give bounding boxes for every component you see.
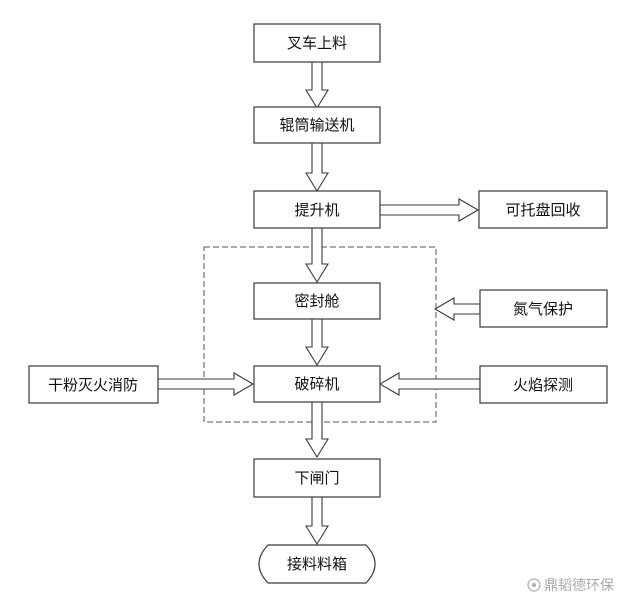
node-forklift: 叉车上料 — [253, 23, 381, 63]
watermark-logo-icon — [527, 578, 541, 592]
node-roller-conveyor-label: 辊筒输送机 — [279, 116, 354, 134]
watermark-text: 鼎韬德环保 — [544, 578, 614, 594]
node-lower-gate: 下闸门 — [253, 458, 381, 498]
arrow-flame-to-crusher — [378, 372, 481, 396]
watermark-logo-dot — [532, 583, 536, 587]
arrow-sealed-to-crusher — [305, 318, 329, 367]
node-roller-conveyor: 辊筒输送机 — [253, 106, 381, 144]
watermark: 鼎韬德环保 — [527, 578, 614, 594]
node-dry-powder-fire-suppression: 干粉灭火消防 — [28, 365, 159, 404]
arrow-forklift-to-roller — [305, 61, 329, 110]
node-sealed-chamber: 密封舱 — [253, 282, 381, 320]
node-pallet-recovery: 可托盘回收 — [478, 190, 608, 229]
node-dry-powder-fire-suppression-label: 干粉灭火消防 — [48, 376, 138, 394]
node-pallet-recovery-label: 可托盘回收 — [505, 201, 580, 219]
node-lower-gate-label: 下闸门 — [294, 469, 339, 487]
arrow-roller-to-lift — [305, 142, 329, 193]
arrow-gate-to-bin — [305, 496, 329, 546]
node-receiving-bin: 接料料箱 — [258, 544, 376, 584]
node-crusher-label: 破碎机 — [294, 375, 339, 393]
arrow-nitrogen-to-sealed — [433, 297, 481, 321]
arrow-lift-to-sealed — [305, 227, 329, 284]
node-lift-label: 提升机 — [294, 201, 339, 219]
node-forklift-label: 叉车上料 — [287, 34, 347, 52]
node-flame-detection: 火焰探测 — [479, 365, 608, 404]
node-nitrogen-protection: 氮气保护 — [479, 289, 608, 328]
arrow-lift-to-pallet — [379, 198, 480, 222]
arrow-drypowder-to-crusher — [157, 372, 255, 396]
node-nitrogen-protection-label: 氮气保护 — [513, 300, 573, 318]
arrow-crusher-to-gate — [305, 401, 329, 459]
node-flame-detection-label: 火焰探测 — [513, 376, 573, 394]
node-crusher: 破碎机 — [253, 365, 381, 403]
node-receiving-bin-label: 接料料箱 — [287, 555, 347, 573]
node-lift: 提升机 — [253, 190, 381, 229]
node-sealed-chamber-label: 密封舱 — [294, 292, 339, 310]
